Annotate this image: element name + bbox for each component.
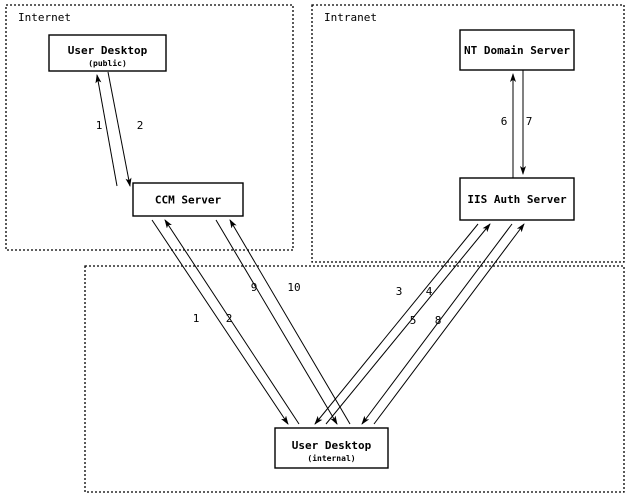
zone-boundary-internal — [84, 265, 625, 493]
node-user-desktop-internal[interactable]: User Desktop(internal) — [274, 427, 389, 469]
conn-internal-to-iis-3 — [314, 223, 479, 425]
conn-internal-to-ccm-1 — [151, 219, 289, 425]
node-title: NT Domain Server — [464, 44, 570, 57]
conn-iis-to-internal-4 — [325, 223, 491, 425]
step-label-9: 9 — [251, 281, 258, 294]
step-label-6: 6 — [501, 115, 508, 128]
step-label-8: 8 — [435, 314, 442, 327]
step-label-2: 2 — [137, 119, 144, 132]
conn-iis-to-internal-8 — [373, 223, 525, 425]
node-title: IIS Auth Server — [467, 193, 567, 206]
zone-boundary-intranet — [311, 4, 625, 263]
zone-group: Internet Intranet — [5, 4, 625, 493]
node-title: CCM Server — [155, 194, 222, 207]
zone-label-internet: Internet — [18, 11, 71, 24]
conn-ccm-to-internal-2 — [164, 219, 300, 425]
node-title: User Desktop — [68, 44, 148, 57]
conn-ccm-to-public — [107, 71, 132, 187]
conn-public-to-ccm — [95, 74, 118, 187]
conn-internal-to-iis-5 — [361, 223, 513, 425]
step-label-5: 5 — [410, 314, 417, 327]
node-subtitle: (internal) — [307, 453, 355, 463]
step-label-4: 4 — [426, 285, 433, 298]
step-label-10: 10 — [287, 281, 300, 294]
node-subtitle: (public) — [88, 58, 127, 68]
step-label-7: 7 — [526, 115, 533, 128]
conn-internal-to-ccm-9 — [215, 219, 338, 425]
step-label-3: 3 — [396, 285, 403, 298]
conn-ccm-to-internal-10 — [229, 219, 351, 425]
zone-label-intranet: Intranet — [324, 11, 377, 24]
step-label-1: 1 — [193, 312, 200, 325]
node-title: User Desktop — [292, 439, 372, 452]
connector-group — [95, 70, 526, 425]
node-user-desktop-public[interactable]: User Desktop(public) — [48, 34, 167, 72]
zone-boundary-internet — [5, 4, 294, 251]
step-label-1: 1 — [96, 119, 103, 132]
node-ccm-server[interactable]: CCM Server — [132, 182, 244, 217]
step-label-2: 2 — [226, 312, 233, 325]
node-iis-auth-server[interactable]: IIS Auth Server — [459, 177, 575, 221]
step-label-group: 1 2 1 2 9 10 3 4 5 8 6 7 — [96, 115, 533, 327]
node-nt-domain-server[interactable]: NT Domain Server — [459, 29, 575, 71]
